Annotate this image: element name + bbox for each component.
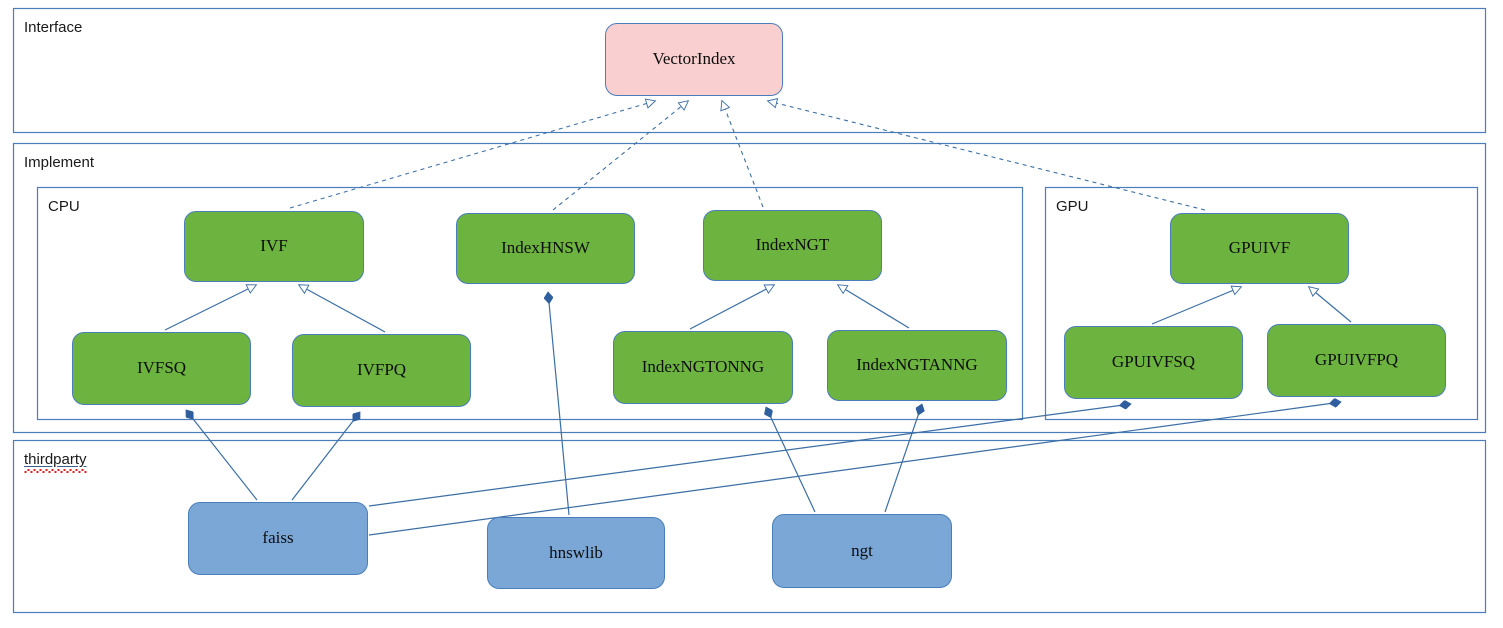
class-node-label: GPUIVFPQ [1314,350,1399,370]
group-rect-layer [12,7,1487,614]
edge-indexhnsw-to-vectorindex [552,101,688,211]
edge-indexngtanng-to-indexngt [838,285,910,329]
class-node-label: IVFSQ [136,358,187,378]
edge-gpuivfpq-to-gpuivf [1309,287,1352,323]
group-box-gpu [1044,186,1479,421]
class-node-indexngtanng[interactable]: IndexNGTANNG [827,330,1007,401]
class-node-vectorindex[interactable]: VectorIndex [605,23,783,96]
class-node-label: GPUIVF [1228,238,1291,258]
class-node-ngt[interactable]: ngt [772,514,952,588]
edge-ivf-to-vectorindex [289,101,655,209]
edge-faiss-to-ivfpq [291,412,361,501]
class-node-ivfsq[interactable]: IVFSQ [72,332,251,405]
class-node-gpuivf[interactable]: GPUIVF [1170,213,1349,284]
group-box-cpu [36,186,1024,421]
group-label-gpu: GPU [1056,198,1089,215]
spellcheck-underline [24,469,87,473]
class-node-gpuivfsq[interactable]: GPUIVFSQ [1064,326,1243,399]
class-node-label: ngt [851,540,873,560]
class-node-faiss[interactable]: faiss [188,502,368,575]
group-box-interface [12,7,1487,134]
group-label-implement: Implement [24,154,95,171]
edge-faiss-to-ivfsq [185,410,258,501]
class-node-label: IndexNGT [755,235,830,255]
class-node-indexngtonng[interactable]: IndexNGTONNG [613,331,793,404]
class-node-hnswlib[interactable]: hnswlib [487,517,665,589]
group-box-thirdparty [12,439,1487,614]
class-node-label: GPUIVFSQ [1111,352,1196,372]
class-node-label: faiss [262,528,294,548]
edge-indexngt-to-vectorindex [722,101,764,208]
class-node-label: hnswlib [549,542,603,562]
class-node-gpuivfpq[interactable]: GPUIVFPQ [1267,324,1446,397]
edge-faiss-to-gpuivfpq [368,402,1341,536]
edge-gpuivf-to-vectorindex [768,101,1206,211]
class-node-label: IndexNGTANNG [856,355,978,375]
edge-ngt-to-indexngtanng [884,404,922,513]
edge-gpuivfsq-to-gpuivf [1151,287,1241,325]
class-node-label: IndexHNSW [501,238,590,258]
class-node-label: IVF [260,236,288,256]
group-box-implement [12,142,1487,434]
class-node-label: VectorIndex [652,49,736,69]
group-label-cpu: CPU [48,198,80,215]
class-node-label: IVFPQ [356,360,407,380]
class-node-ivf[interactable]: IVF [184,211,364,282]
edge-layer [164,101,1352,536]
edge-ivfpq-to-ivf [299,285,386,333]
edge-ivfsq-to-ivf [164,285,256,331]
class-node-indexhnsw[interactable]: IndexHNSW [456,213,635,284]
class-node-label: IndexNGTONNG [641,357,765,377]
group-label-thirdparty: thirdparty [24,451,87,473]
class-node-indexngt[interactable]: IndexNGT [703,210,882,281]
edge-hnswlib-to-indexhnsw [548,292,570,516]
edge-indexngtonng-to-indexngt [689,285,774,330]
edge-ngt-to-indexngtonng [766,407,816,513]
class-node-ivfpq[interactable]: IVFPQ [292,334,471,407]
group-label-interface: Interface [24,19,83,36]
edge-faiss-to-gpuivfsq [368,404,1131,507]
